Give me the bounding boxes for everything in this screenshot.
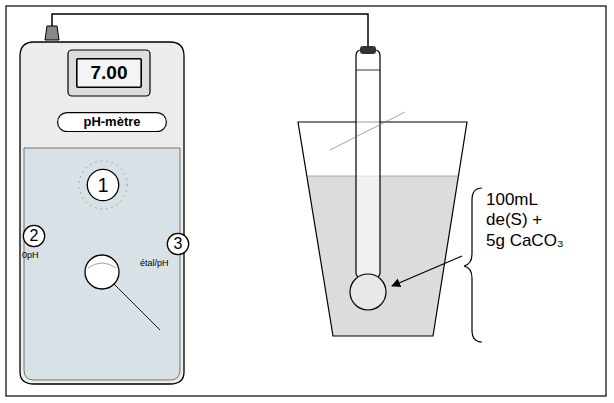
node-text: 7.00	[91, 63, 128, 84]
beaker	[298, 122, 467, 336]
node-text: 1	[97, 174, 108, 196]
node-text: 2	[30, 227, 39, 245]
callout-number: 3	[166, 232, 190, 256]
ph-meter-body	[20, 42, 184, 384]
display-readout: 7.00	[76, 58, 142, 88]
dial-label: étal/pH	[140, 258, 169, 269]
electrode	[330, 46, 405, 310]
callout-number: 2	[22, 224, 46, 248]
brace	[464, 188, 482, 342]
plug	[45, 26, 59, 40]
dial-label: 0pH	[22, 250, 39, 261]
callout-number: 1	[86, 168, 120, 202]
device-nameplate: pH-mètre	[57, 112, 167, 132]
frame	[6, 6, 606, 396]
node-text: pH-mètre	[83, 115, 140, 129]
leader-arrow	[392, 256, 462, 286]
node-text: 3	[174, 235, 183, 253]
solution-label: 100mL de(S) + 5g CaCO₃	[486, 190, 564, 251]
